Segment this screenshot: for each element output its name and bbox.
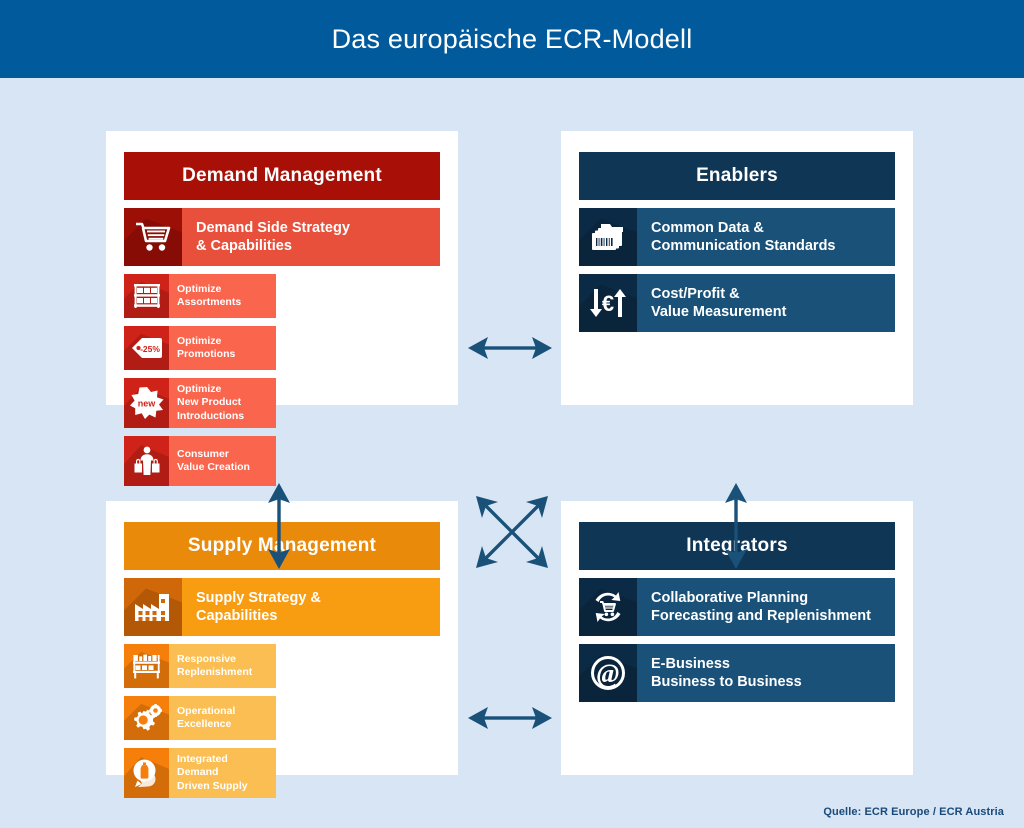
row-line2: Value Measurement — [651, 304, 787, 320]
demand-item-label: Consumer Value Creation — [169, 436, 276, 486]
svg-text:€: € — [602, 291, 614, 316]
item-line2: Assortments — [177, 296, 242, 308]
quadrant-demand-management: Demand Management Demand Side Strategy — [106, 131, 458, 486]
supply-item-label: Responsive Replenishment — [169, 644, 276, 688]
demand-management-title: Demand Management — [124, 152, 440, 200]
svg-text:@: @ — [597, 659, 619, 689]
arrow-diagonal-cross — [472, 492, 552, 572]
supply-main-line2: Capabilities — [196, 608, 278, 624]
row-line1: Collaborative Planning — [651, 589, 809, 606]
gears-icon — [124, 696, 169, 740]
item-line1: Optimize — [177, 334, 222, 347]
demand-main-line1: Demand Side Strategy — [196, 219, 350, 236]
supply-item-label: Integrated Demand Driven Supply — [169, 748, 276, 798]
supply-item-operational-excellence[interactable]: Operational Excellence — [124, 696, 276, 740]
row-line1: E-Business — [651, 655, 730, 672]
stocked-shelf-icon — [124, 644, 169, 688]
page-header: Das europäische ECR-Modell — [0, 0, 1024, 78]
arrow-demand-supply — [264, 483, 294, 569]
demand-item-label: Optimize New Product Introductions — [169, 378, 276, 428]
item-line1: Operational — [177, 704, 236, 717]
demand-item-optimize-promotions[interactable]: -25% Optimize Promotions — [124, 326, 276, 370]
factory-icon — [124, 578, 182, 636]
source-attribution: Quelle: ECR Europe / ECR Austria — [823, 806, 1004, 818]
item-line2: New Product — [177, 396, 242, 409]
supply-main-label: Supply Strategy & Capabilities — [182, 578, 440, 636]
new-burst-icon: new — [124, 378, 169, 428]
arrow-supply-integrators — [468, 703, 552, 733]
quadrant-enablers: Enablers — [561, 131, 913, 405]
item-line3: Introductions — [177, 409, 245, 422]
diagram-canvas: Demand Management Demand Side Strategy — [0, 78, 1024, 828]
demand-item-optimize-new-product-introductions[interactable]: new Optimize New Product Introductions — [124, 378, 276, 428]
demand-item-optimize-assortments[interactable]: Optimize Assortments — [124, 274, 276, 318]
enablers-row-label: Common Data & Communication Standards — [637, 208, 895, 266]
item-line2: Promotions — [177, 348, 236, 360]
enablers-row-cost-profit[interactable]: € Cost/Profit & Value Measurement — [579, 274, 895, 332]
enablers-row-common-data[interactable]: Common Data & Communication Standards — [579, 208, 895, 266]
item-line1: Integrated — [177, 752, 228, 765]
promotion-discount-badge: -25% — [140, 344, 160, 354]
supply-item-responsive-replenishment[interactable]: Responsive Replenishment — [124, 644, 276, 688]
item-line1: Optimize — [177, 382, 222, 395]
item-line1: Responsive — [177, 652, 236, 665]
item-line3: Driven Supply — [177, 779, 248, 792]
supply-main-line1: Supply Strategy & — [196, 589, 321, 606]
item-line2: Excellence — [177, 718, 232, 730]
quadrant-integrators: Integrators Collaborative Planning — [561, 501, 913, 775]
item-line1: Optimize — [177, 282, 222, 295]
integrators-row-label: E-Business Business to Business — [637, 644, 895, 702]
shelf-icon — [124, 274, 169, 318]
row-line2: Forecasting and Replenishment — [651, 608, 871, 624]
integrators-row-cpfr[interactable]: Collaborative Planning Forecasting and R… — [579, 578, 895, 636]
item-line2: Replenishment — [177, 666, 253, 678]
supply-main-row[interactable]: Supply Strategy & Capabilities — [124, 578, 440, 636]
integrators-row-ebusiness[interactable]: @ E-Business Business to Business — [579, 644, 895, 702]
row-line1: Common Data & — [651, 219, 764, 236]
supply-management-title: Supply Management — [124, 522, 440, 570]
arrow-enablers-integrators — [721, 483, 751, 569]
new-badge-text: new — [137, 399, 156, 409]
demand-main-label: Demand Side Strategy & Capabilities — [182, 208, 440, 266]
supply-item-label: Operational Excellence — [169, 696, 276, 740]
item-line2: Value Creation — [177, 461, 250, 473]
supply-item-integrated-demand-driven-supply[interactable]: Integrated Demand Driven Supply — [124, 748, 276, 798]
shopper-person-icon — [124, 436, 169, 486]
price-tag-icon: -25% — [124, 326, 169, 370]
supply-items-grid: Responsive Replenishment — [124, 644, 440, 798]
speech-bottle-icon — [124, 748, 169, 798]
demand-item-label: Optimize Promotions — [169, 326, 276, 370]
at-sign-icon: @ — [579, 644, 637, 702]
cart-refresh-icon — [579, 578, 637, 636]
integrators-row-label: Collaborative Planning Forecasting and R… — [637, 578, 895, 636]
arrow-demand-enablers — [468, 333, 552, 363]
row-line1: Cost/Profit & — [651, 285, 740, 302]
demand-item-label: Optimize Assortments — [169, 274, 276, 318]
enablers-title: Enablers — [579, 152, 895, 200]
demand-item-consumer-value-creation[interactable]: Consumer Value Creation — [124, 436, 276, 486]
demand-items-grid: Optimize Assortments -25% Optimize Promo… — [124, 274, 440, 486]
shopping-cart-icon — [124, 208, 182, 266]
demand-main-row[interactable]: Demand Side Strategy & Capabilities — [124, 208, 440, 266]
row-line2: Business to Business — [651, 674, 802, 690]
item-line2: Demand — [177, 766, 219, 779]
page-title: Das europäische ECR-Modell — [331, 23, 693, 54]
euro-arrows-icon: € — [579, 274, 637, 332]
folder-barcode-icon — [579, 208, 637, 266]
item-line1: Consumer — [177, 447, 229, 460]
row-line2: Communication Standards — [651, 238, 836, 254]
demand-main-line2: & Capabilities — [196, 238, 292, 254]
quadrant-supply-management: Supply Management — [106, 501, 458, 798]
enablers-row-label: Cost/Profit & Value Measurement — [637, 274, 895, 332]
